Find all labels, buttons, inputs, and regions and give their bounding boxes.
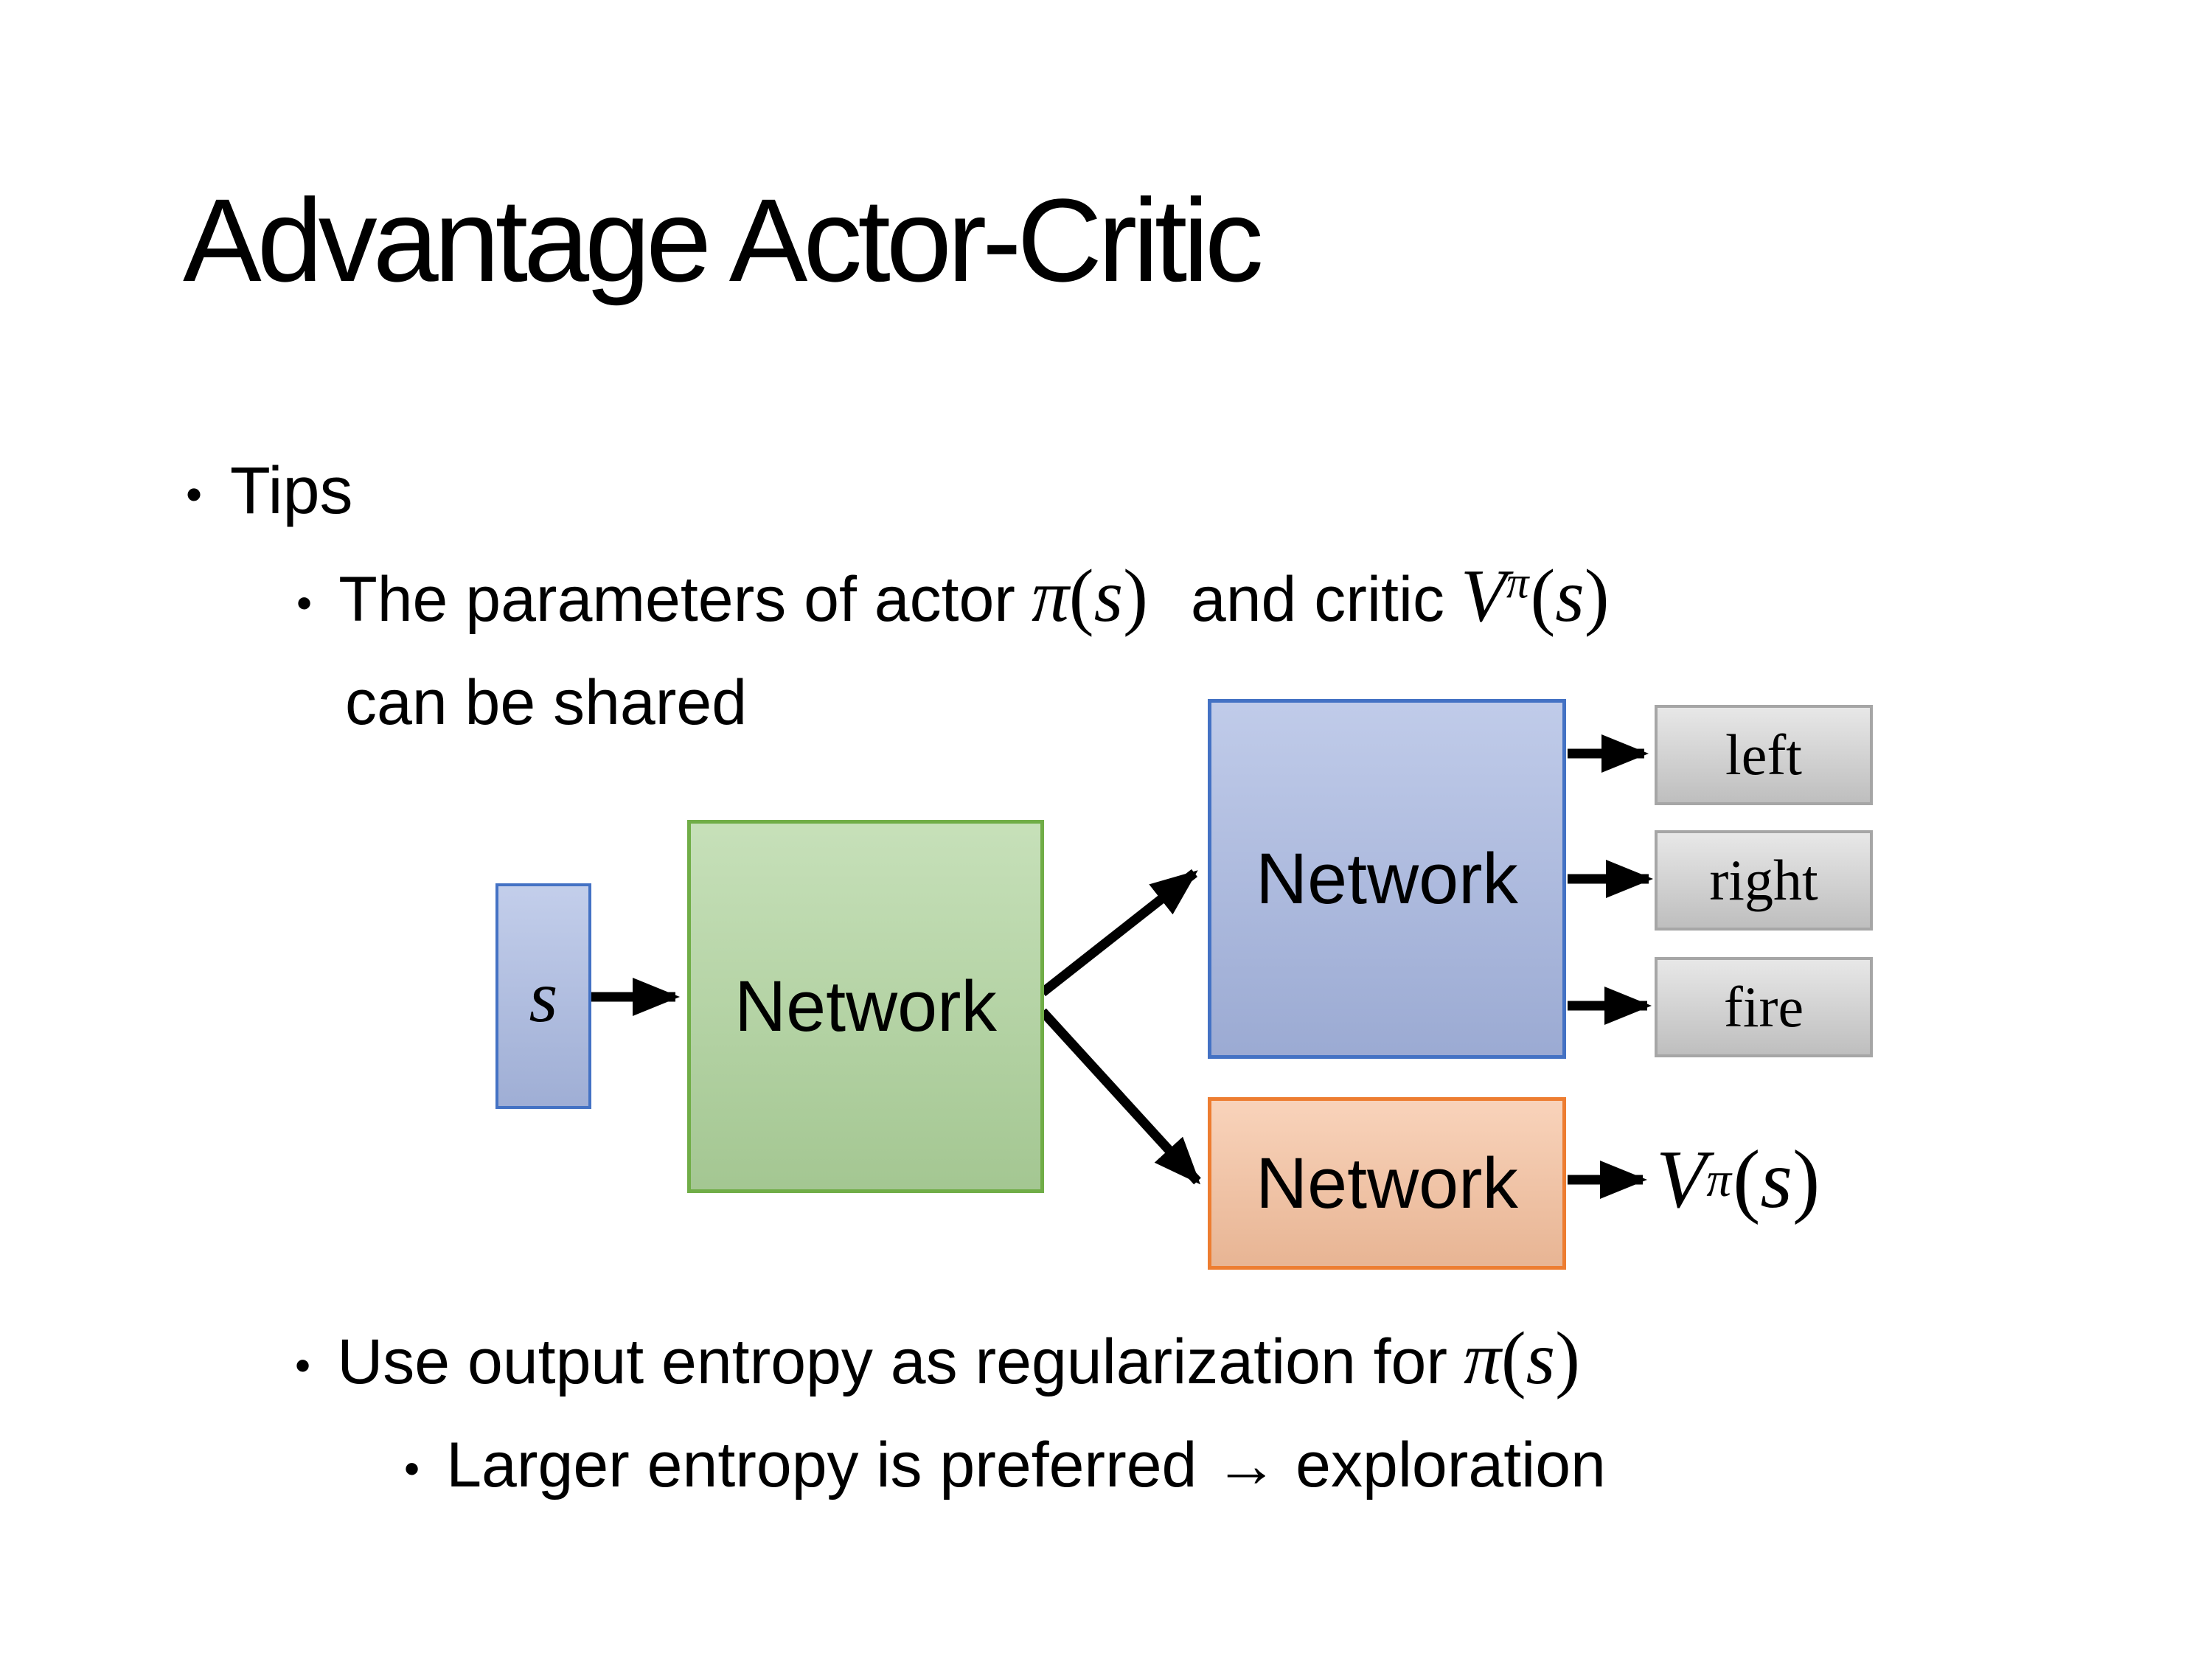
state-box: s — [495, 883, 591, 1109]
entropy-prefix-text: Use output entropy as regularization for — [337, 1326, 1448, 1397]
bullet-larger-entropy: • Larger entropy is preferred → explorati… — [404, 1427, 1606, 1503]
shared-mid-text: and critic — [1190, 564, 1445, 635]
action-label-fire: fire — [1723, 975, 1804, 1039]
bullet-glyph: • — [296, 578, 313, 628]
shared-network-box: Network — [687, 820, 1044, 1193]
actor-network-box: Network — [1208, 699, 1566, 1059]
action-box-right: right — [1655, 830, 1873, 931]
math-pi-s: π(s) — [1464, 1317, 1580, 1399]
shared-prefix-text: The parameters of actor — [338, 564, 1015, 635]
shared-network-label: Network — [734, 966, 997, 1046]
critic-network-box: Network — [1208, 1097, 1566, 1270]
action-box-fire: fire — [1655, 957, 1873, 1057]
bullet-glyph: • — [404, 1444, 420, 1494]
bullet-glyph: • — [186, 469, 203, 521]
shared-line2-text: can be shared — [345, 667, 748, 738]
larger-entropy-text: Larger entropy is preferred → exploratio… — [446, 1430, 1606, 1500]
math-v-pi-s: Vπ(s) — [1461, 554, 1610, 637]
page-title: Advantage Actor-Critic — [183, 174, 1264, 306]
arrow-shared-to-actor — [1039, 869, 1198, 997]
math-pi-s: π(s) — [1031, 554, 1148, 637]
bullet-tips: • Tips — [186, 451, 353, 531]
tips-label: Tips — [229, 454, 353, 528]
action-box-left: left — [1655, 705, 1873, 805]
critic-network-label: Network — [1256, 1143, 1518, 1223]
bullet-shared-line2: can be shared — [345, 665, 747, 741]
action-label-left: left — [1725, 723, 1802, 787]
arrow-shared-to-critic — [1039, 1008, 1201, 1185]
actor-network-label: Network — [1256, 838, 1518, 919]
bullet-glyph: • — [295, 1340, 311, 1391]
action-label-right: right — [1709, 848, 1818, 912]
state-label: s — [529, 955, 558, 1037]
bullet-entropy-regularization: • Use output entropy as regularization fo… — [295, 1314, 1580, 1404]
